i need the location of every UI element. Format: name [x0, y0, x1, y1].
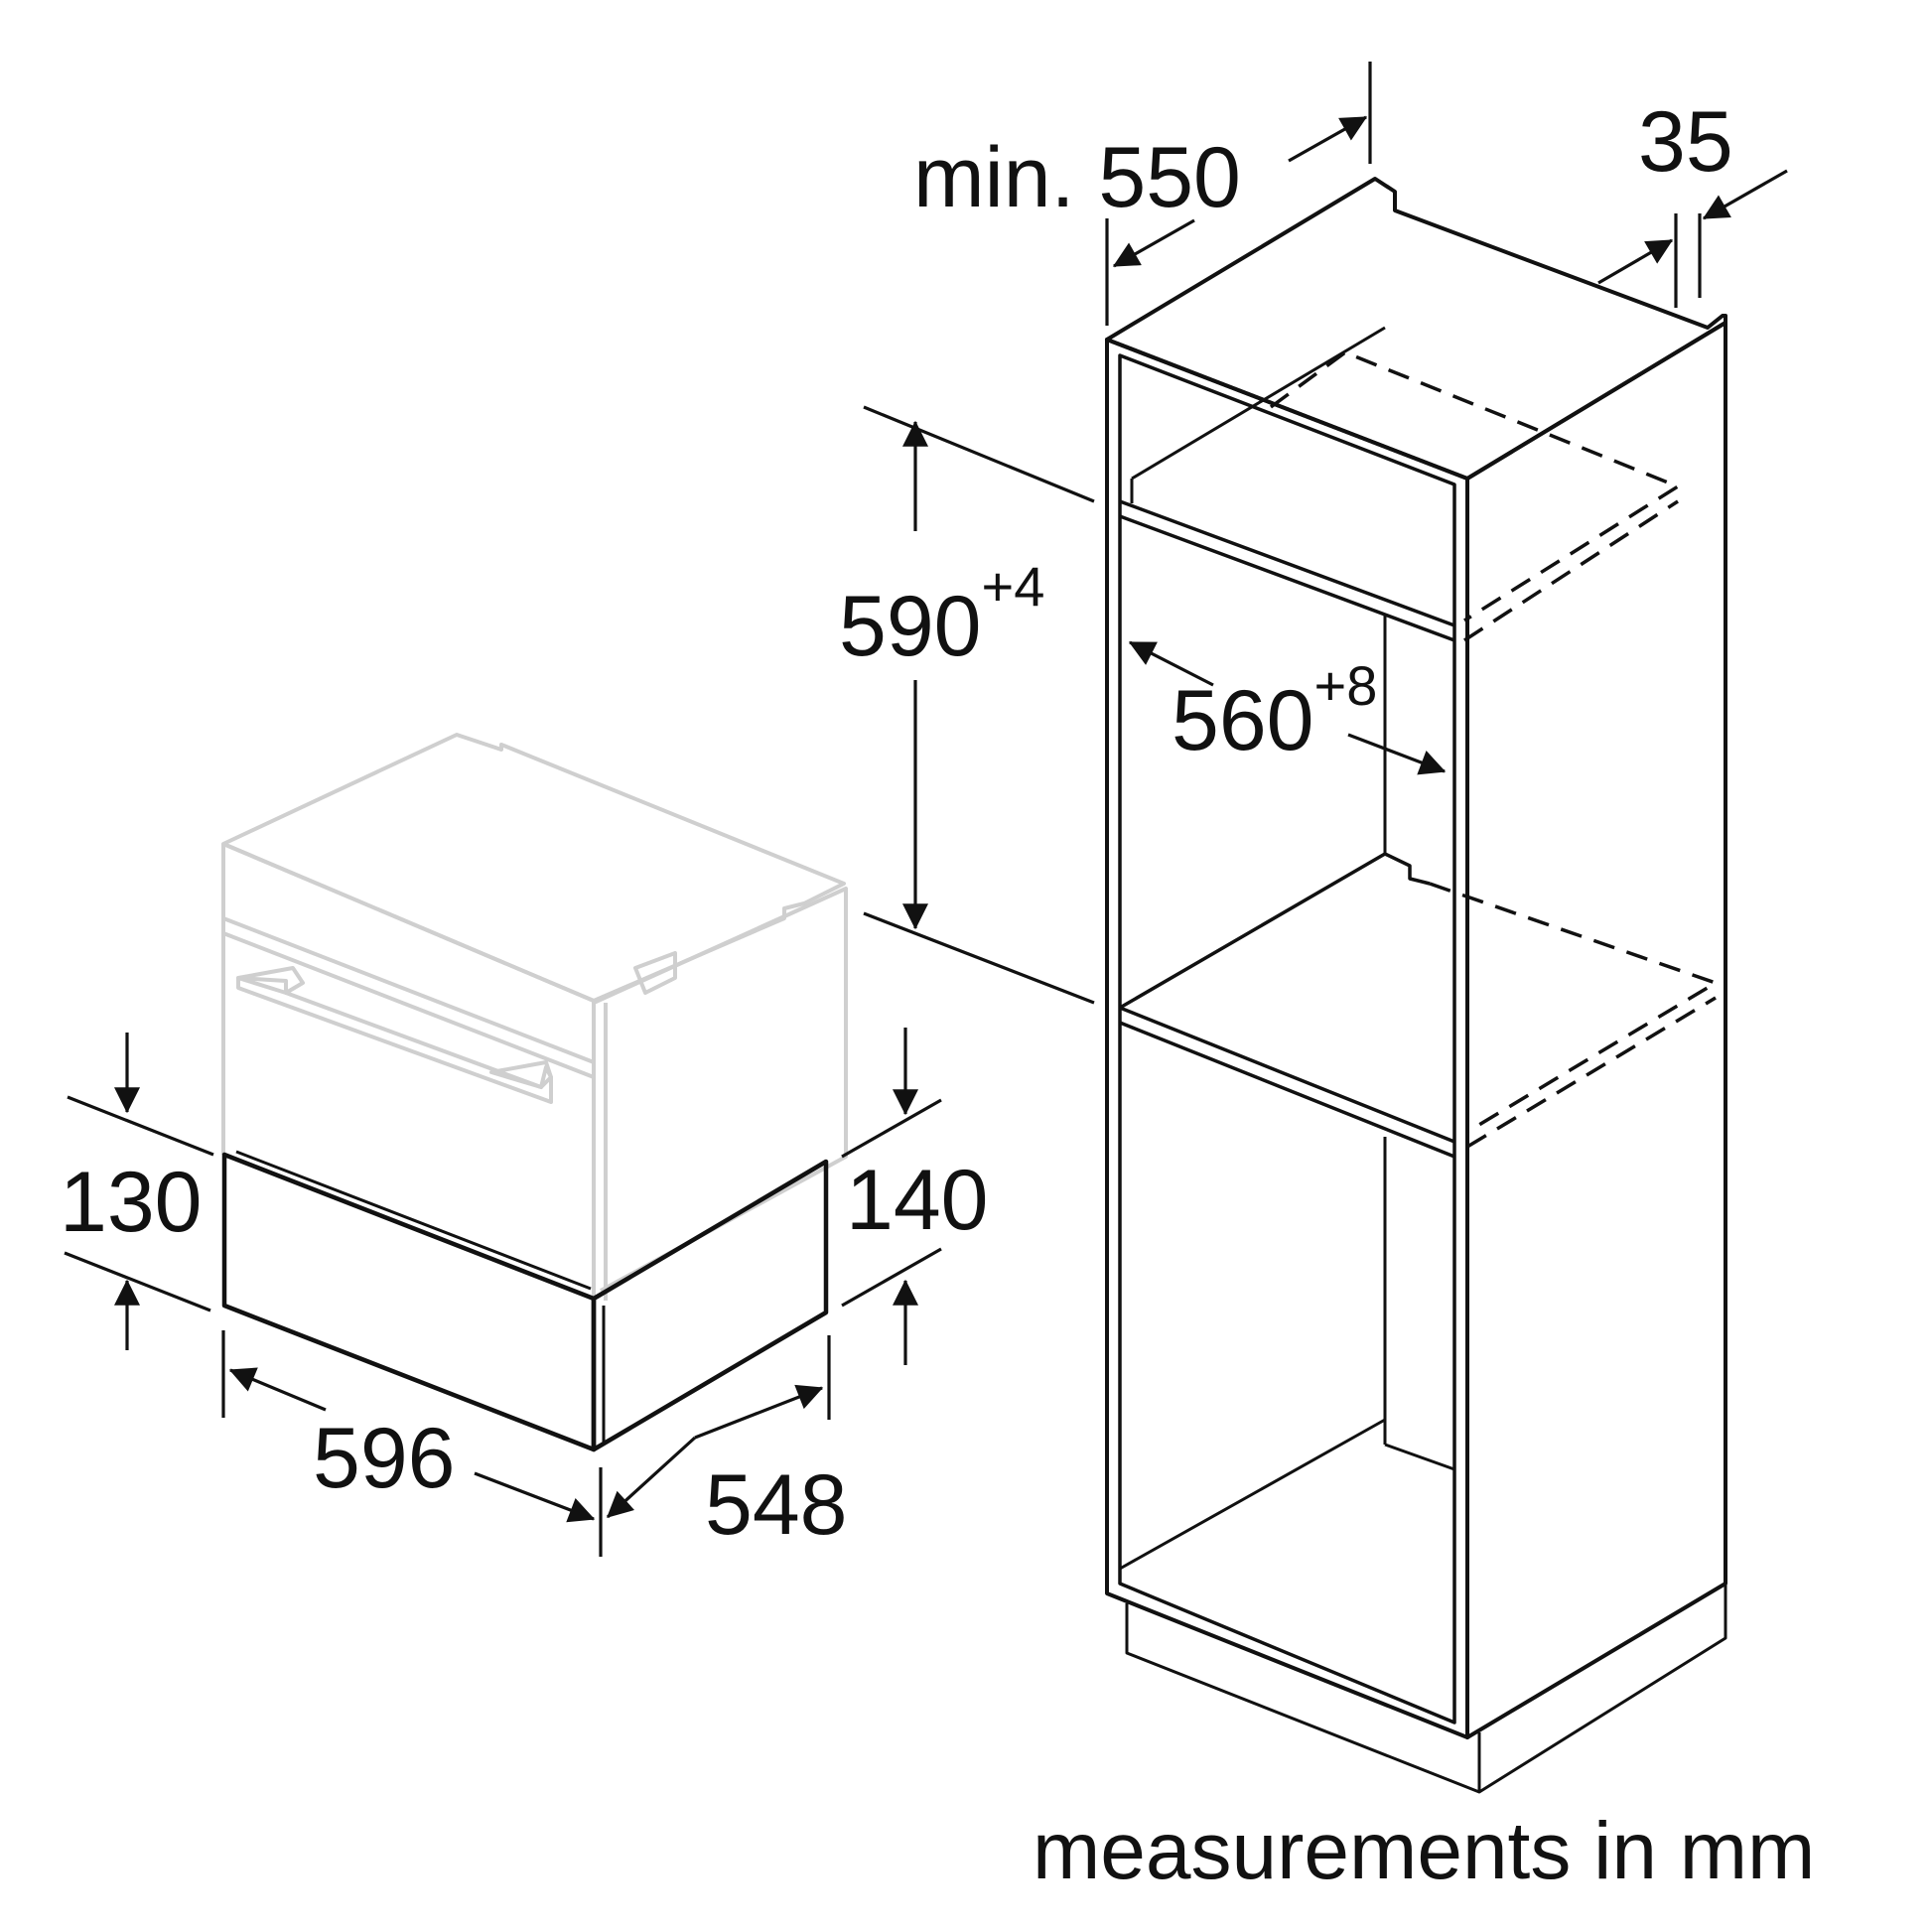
dimension-lines [64, 62, 1788, 1557]
label-596: 596 [313, 1411, 456, 1506]
dashed-outlines [1269, 350, 1721, 1149]
label-35: 35 [1638, 94, 1733, 190]
labels: min. 550 35 590+4 560+8 130 140 596 548 … [60, 94, 1815, 1896]
label-130: 130 [60, 1155, 203, 1250]
appliance-outline [221, 733, 848, 1301]
cabinet-inner-frame [1118, 353, 1456, 1725]
label-590-tolerance: +4 [982, 555, 1045, 618]
label-590: 590+4 [839, 555, 1044, 674]
warming-drawer [221, 1150, 829, 1452]
label-560: 560+8 [1172, 654, 1377, 768]
label-140: 140 [846, 1153, 989, 1248]
label-560-tolerance: +8 [1314, 654, 1378, 717]
units-footer: measurements in mm [1033, 1806, 1815, 1896]
label-560-value: 560 [1172, 673, 1314, 768]
label-548: 548 [705, 1457, 848, 1553]
cabinet-side-panel [1465, 321, 1727, 1739]
tall-cabinet [1105, 177, 1727, 1794]
label-min-550: min. 550 [913, 130, 1241, 225]
label-590-value: 590 [839, 579, 982, 674]
